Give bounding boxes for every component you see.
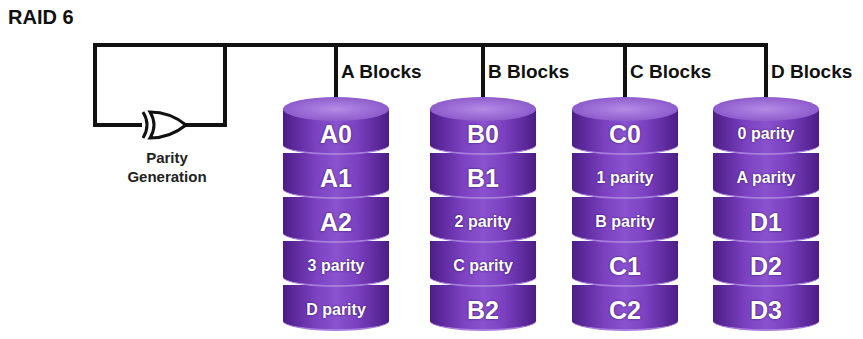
disk-block: 3 parity — [283, 241, 389, 287]
disk-top — [572, 97, 678, 121]
block-label: A1 — [320, 164, 352, 193]
drop-wire — [334, 45, 338, 99]
block-label: D3 — [750, 296, 782, 325]
disk-cylinder: B BlocksB0B12 parityC parityB2 — [430, 97, 536, 331]
drop-wire — [764, 45, 768, 99]
disk-block: 2 parity — [430, 197, 536, 243]
disk-heading: A Blocks — [341, 61, 422, 83]
disk-block: A parity — [713, 153, 819, 199]
block-label: 2 parity — [455, 213, 512, 231]
disk-top — [713, 97, 819, 121]
disk-cylinder: C BlocksC01 parityB parityC1C2 — [572, 97, 678, 331]
drop-wire — [481, 45, 485, 99]
disk-top — [283, 97, 389, 121]
disk-block: C2 — [572, 285, 678, 331]
disk-block: C1 — [572, 241, 678, 287]
diagram-title: RAID 6 — [8, 6, 74, 29]
disk-cylinder: A BlocksA0A1A23 parityD parity — [283, 97, 389, 331]
disk-block: A2 — [283, 197, 389, 243]
disk-block: A1 — [283, 153, 389, 199]
xor-gate — [143, 112, 186, 138]
block-label: B1 — [467, 164, 499, 193]
block-label: C0 — [609, 120, 641, 149]
disk-block: B2 — [430, 285, 536, 331]
disk-heading: B Blocks — [488, 61, 569, 83]
disk-block: D1 — [713, 197, 819, 243]
block-label: D1 — [750, 208, 782, 237]
loop-wire — [186, 43, 225, 125]
block-label: 1 parity — [597, 169, 654, 187]
block-label: C2 — [609, 296, 641, 325]
drop-wire — [623, 45, 627, 99]
disk-block: 1 parity — [572, 153, 678, 199]
bus-line — [95, 43, 768, 47]
disk-block: C parity — [430, 241, 536, 287]
block-label: C parity — [453, 257, 513, 275]
block-label: 0 parity — [738, 125, 795, 143]
disk-block: B parity — [572, 197, 678, 243]
block-label: A0 — [320, 120, 352, 149]
disk-heading: C Blocks — [630, 61, 711, 83]
block-label: D parity — [306, 301, 366, 319]
disk-block: D3 — [713, 285, 819, 331]
block-label: B parity — [595, 213, 655, 231]
disk-top — [430, 97, 536, 121]
disk-block: D2 — [713, 241, 819, 287]
block-label: 3 parity — [308, 257, 365, 275]
disk-cylinder: D Blocks0 parityA parityD1D2D3 — [713, 97, 819, 331]
block-label: B0 — [467, 120, 499, 149]
block-label: C1 — [609, 252, 641, 281]
block-label: A2 — [320, 208, 352, 237]
disk-heading: D Blocks — [771, 61, 852, 83]
disk-block: D parity — [283, 285, 389, 331]
loop-wire — [95, 43, 142, 125]
gate-label: Parity Generation — [112, 148, 222, 186]
disk-block: B1 — [430, 153, 536, 199]
block-label: A parity — [737, 169, 796, 187]
block-label: B2 — [467, 296, 499, 325]
block-label: D2 — [750, 252, 782, 281]
